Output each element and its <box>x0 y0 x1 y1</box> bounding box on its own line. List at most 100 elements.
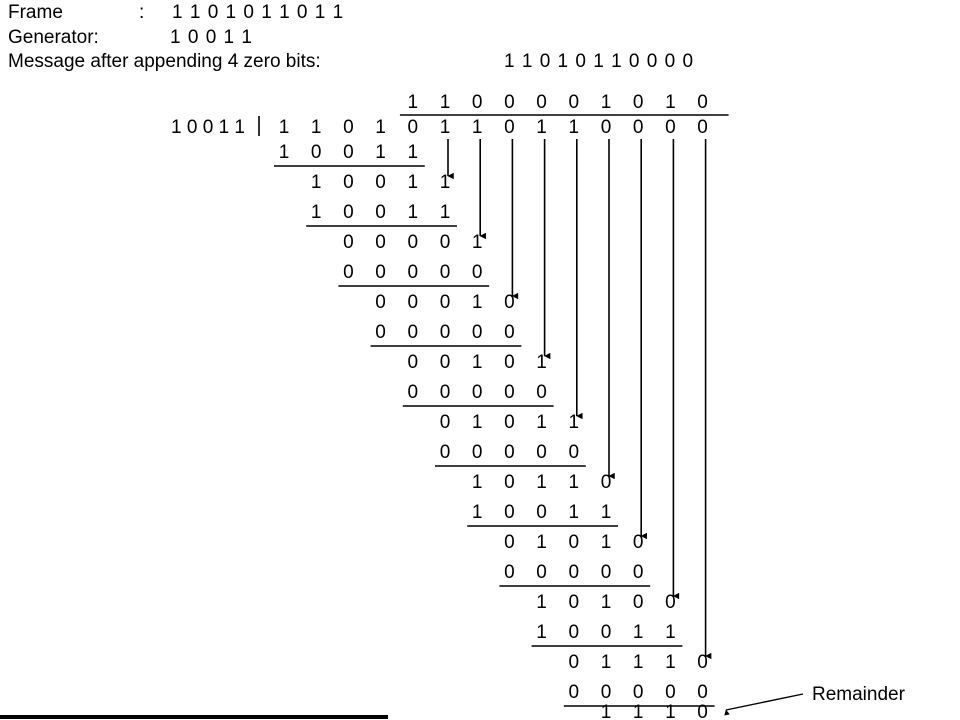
subtrahend-bit: 0 <box>408 382 419 403</box>
partial-bit: 0 <box>633 592 644 613</box>
message-label: Message after appending 4 zero bits: <box>8 51 321 72</box>
subtrahend-bit: 0 <box>697 682 708 703</box>
partial-bit: 1 <box>440 172 451 193</box>
subtrahend-bit: 0 <box>440 322 451 343</box>
subtrahend-bit: 0 <box>601 622 612 643</box>
partial-bit: 1 <box>569 412 580 433</box>
partial-bit: 0 <box>375 232 386 253</box>
subtrahend-bit: 0 <box>408 322 419 343</box>
partial-bit: 0 <box>440 232 451 253</box>
frame-row: Frame: 1 1 0 1 0 1 1 0 1 1 <box>8 2 343 24</box>
quotient-bit: 1 <box>665 92 676 113</box>
message-row: Message after appending 4 zero bits: 1 1 … <box>8 51 693 73</box>
subtrahend-bit: 0 <box>504 502 515 523</box>
partial-bit: 1 <box>472 292 483 313</box>
partial-bit: 0 <box>440 292 451 313</box>
subtrahend-bit: 0 <box>536 442 547 463</box>
subtrahend-bit: 1 <box>279 142 290 163</box>
subtrahend-bit: 1 <box>440 202 451 223</box>
subtrahend-bit: 0 <box>440 442 451 463</box>
remainder-label: Remainder <box>812 684 906 705</box>
subtrahend-bit: 0 <box>665 682 676 703</box>
quotient-bit: 1 <box>601 92 612 113</box>
quotient-bit: 0 <box>472 92 483 113</box>
partial-bit: 0 <box>697 652 708 673</box>
subtrahend-bit: 0 <box>569 442 580 463</box>
frame-value: 1 1 0 1 0 1 1 0 1 1 <box>172 2 345 23</box>
divisor-value: 1 0 0 1 1 <box>171 117 245 138</box>
remainder-bit: 1 <box>633 702 644 720</box>
subtrahend-bit: 0 <box>633 682 644 703</box>
quotient-bit: 0 <box>536 92 547 113</box>
subtrahend-bit: 0 <box>472 262 483 283</box>
partial-bit: 1 <box>665 652 676 673</box>
partial-bit: 0 <box>504 472 515 493</box>
dividend-bit: 1 <box>536 117 547 138</box>
frame-separator: : <box>139 2 145 23</box>
generator-row: Generator: 1 0 0 1 1 <box>8 27 252 49</box>
subtrahend-bit: 1 <box>472 502 483 523</box>
subtrahend-bit: 1 <box>665 622 676 643</box>
partial-bit: 0 <box>601 472 612 493</box>
partial-bit: 0 <box>440 352 451 373</box>
subtrahend-bit: 0 <box>536 502 547 523</box>
partial-bit: 1 <box>536 532 547 553</box>
dividend-bit: 0 <box>633 117 644 138</box>
subtrahend-bit: 0 <box>504 562 515 583</box>
subtrahend-bit: 0 <box>633 562 644 583</box>
subtrahend-bit: 1 <box>408 142 419 163</box>
frame-label: Frame <box>8 2 63 23</box>
subtrahend-bit: 0 <box>375 262 386 283</box>
subtrahend-bit: 0 <box>408 262 419 283</box>
partial-bit: 0 <box>569 652 580 673</box>
partial-bit: 0 <box>504 292 515 313</box>
dividend-bit: 0 <box>504 117 515 138</box>
generator-value: 1 0 0 1 1 <box>170 27 253 48</box>
partial-bit: 0 <box>504 352 515 373</box>
remainder-bit: 1 <box>665 702 676 720</box>
partial-bit: 1 <box>472 352 483 373</box>
partial-bit: 0 <box>504 532 515 553</box>
partial-bit: 1 <box>601 532 612 553</box>
quotient-bit: 0 <box>569 92 580 113</box>
partial-bit: 1 <box>472 412 483 433</box>
partial-bit: 1 <box>601 652 612 673</box>
generator-label: Generator: <box>8 27 99 48</box>
subtrahend-bit: 0 <box>569 682 580 703</box>
partial-bit: 1 <box>408 172 419 193</box>
subtrahend-bit: 0 <box>472 382 483 403</box>
partial-bit: 0 <box>343 232 354 253</box>
dividend-bit: 0 <box>408 117 419 138</box>
partial-bit: 1 <box>601 592 612 613</box>
partial-bit: 0 <box>665 592 676 613</box>
subtrahend-bit: 1 <box>311 202 322 223</box>
subtrahend-bit: 0 <box>569 622 580 643</box>
subtrahend-bit: 0 <box>375 322 386 343</box>
partial-bit: 0 <box>569 532 580 553</box>
subtrahend-bit: 0 <box>601 682 612 703</box>
message-value: 1 1 0 1 0 1 1 0 0 0 0 <box>504 51 695 72</box>
subtrahend-bit: 0 <box>375 202 386 223</box>
quotient-bit: 0 <box>633 92 644 113</box>
subtrahend-bit: 0 <box>343 202 354 223</box>
quotient-bit: 1 <box>440 92 451 113</box>
partial-bit: 0 <box>504 412 515 433</box>
dividend-bit: 0 <box>601 117 612 138</box>
partial-bit: 0 <box>569 592 580 613</box>
dividend-bit: 1 <box>311 117 322 138</box>
partial-bit: 1 <box>536 352 547 373</box>
partial-bit: 0 <box>375 172 386 193</box>
subtrahend-bit: 0 <box>440 382 451 403</box>
partial-bit: 1 <box>311 172 322 193</box>
partial-bit: 0 <box>408 232 419 253</box>
subtrahend-bit: 0 <box>536 382 547 403</box>
subtrahend-bit: 0 <box>504 442 515 463</box>
dividend-bit: 0 <box>697 117 708 138</box>
subtrahend-bit: 1 <box>408 202 419 223</box>
subtrahend-bit: 0 <box>472 442 483 463</box>
partial-bit: 0 <box>408 352 419 373</box>
subtrahend-bit: 1 <box>536 622 547 643</box>
partial-bit: 0 <box>343 172 354 193</box>
subtrahend-bit: 0 <box>536 562 547 583</box>
